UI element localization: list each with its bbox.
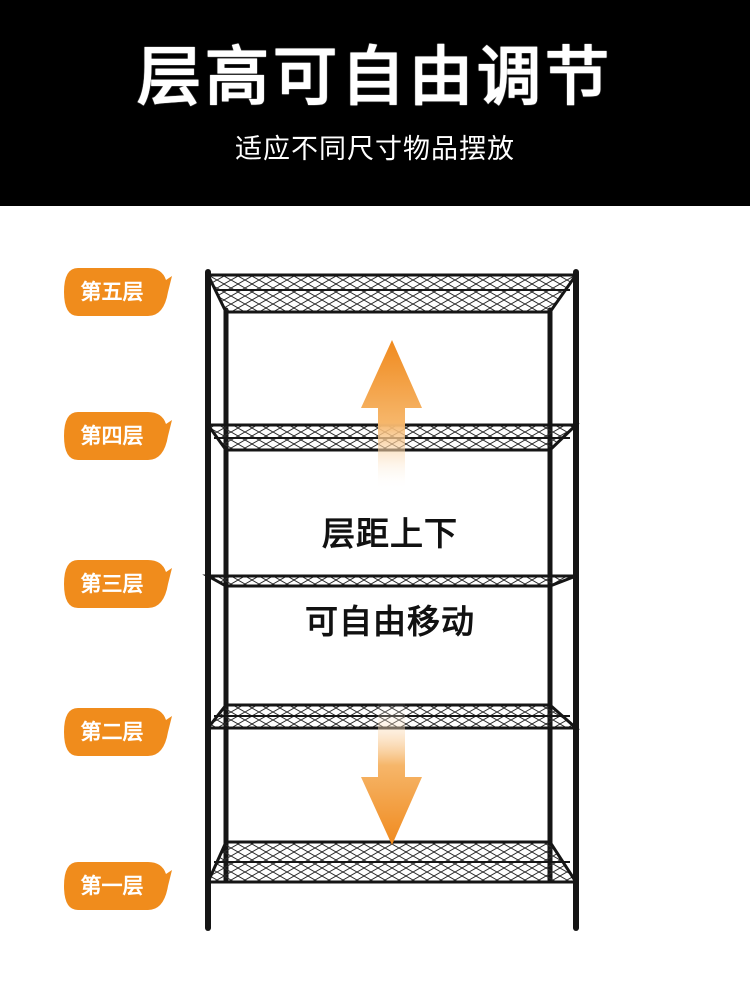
shelf-level-5 xyxy=(205,273,579,314)
shelf-level-1 xyxy=(205,840,579,884)
header-banner: 层高可自由调节 适应不同尺寸物品摆放 xyxy=(0,0,750,206)
level-label-1: 第一层 xyxy=(80,874,144,898)
up-arrow-icon xyxy=(361,340,422,490)
down-arrow-icon xyxy=(361,700,422,845)
level-badge-3: 第三层 xyxy=(64,558,174,610)
level-badge-2: 第二层 xyxy=(64,706,174,758)
caption-line-1: 层距上下 xyxy=(322,514,458,553)
shelf-posts xyxy=(205,269,579,931)
caption-line-2: 可自由移动 xyxy=(305,602,475,641)
level-badge-1: 第一层 xyxy=(64,860,174,912)
page-subtitle: 适应不同尺寸物品摆放 xyxy=(235,134,515,165)
level-label-3: 第三层 xyxy=(80,572,144,596)
level-label-2: 第二层 xyxy=(80,720,144,744)
level-label-4: 第四层 xyxy=(80,424,144,448)
wire-shelf-illustration xyxy=(202,269,580,931)
page-title: 层高可自由调节 xyxy=(137,41,613,115)
level-label-5: 第五层 xyxy=(80,280,144,304)
shelf-level-3 xyxy=(202,574,577,588)
level-badge-5: 第五层 xyxy=(64,266,174,318)
level-badge-4: 第四层 xyxy=(64,410,174,462)
